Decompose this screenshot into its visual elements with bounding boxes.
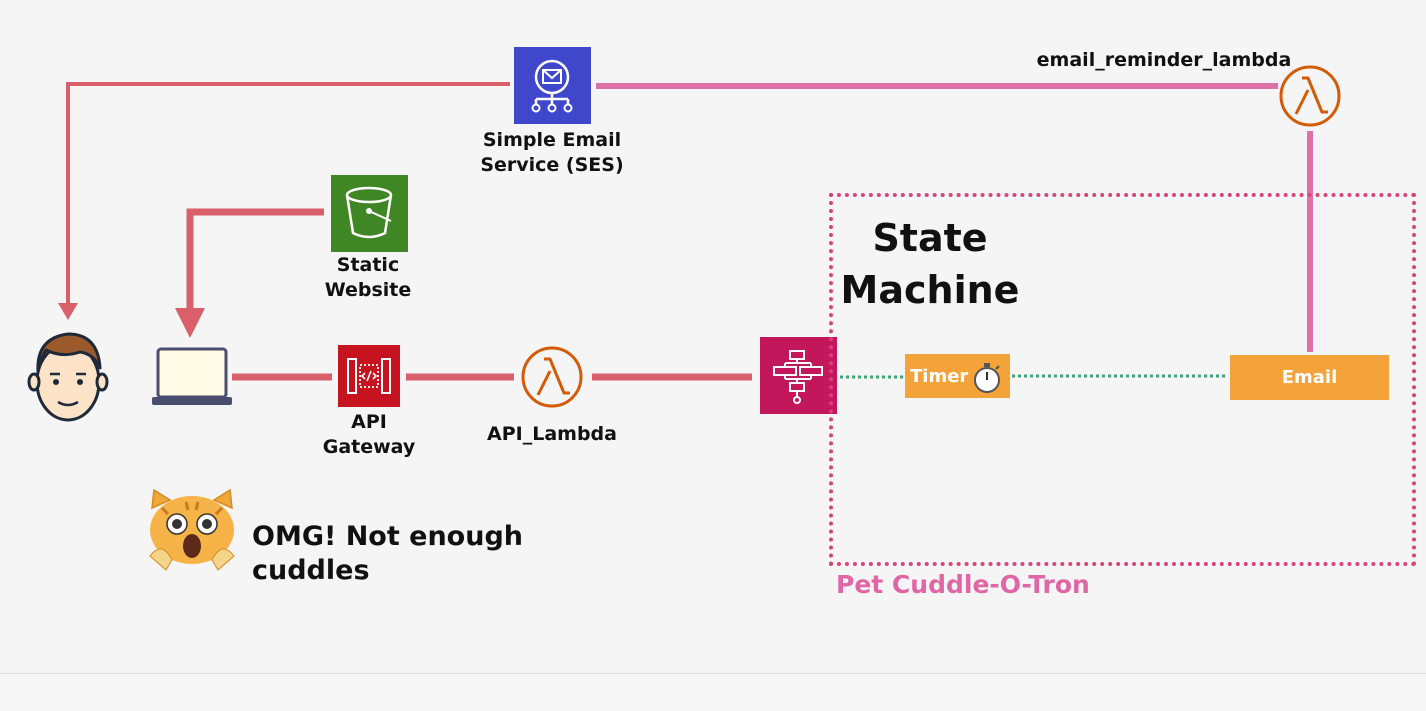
- s3-label: Static Website: [324, 254, 412, 301]
- api-lambda-icon[interactable]: [521, 346, 583, 408]
- email-reminder-lambda-icon[interactable]: [1279, 65, 1341, 127]
- user-face-icon: [27, 332, 109, 422]
- laptop-icon[interactable]: [152, 347, 232, 405]
- cat-caption: OMG! Not enough cuddles: [252, 521, 524, 586]
- ses-to-user-connector: [66, 82, 510, 305]
- email-lambda-label: email_reminder_lambda: [1036, 49, 1292, 71]
- pet-cuddle-o-tron-caption: Pet Cuddle-O-Tron: [836, 570, 1090, 599]
- s3-to-laptop-arrowhead: [175, 308, 205, 338]
- s3-to-laptop-connector: [186, 208, 324, 310]
- apigw-label: API Gateway: [322, 411, 416, 458]
- stopwatch-icon: [974, 363, 1000, 393]
- api-gateway-icon[interactable]: [338, 345, 400, 407]
- state-machine-title: State Machine: [840, 216, 1020, 312]
- api-lambda-label: API_Lambda: [487, 423, 617, 445]
- email-step-label: Email: [1281, 367, 1338, 388]
- state-machine-container: [829, 193, 1416, 566]
- ses-to-user-arrowhead: [58, 303, 78, 320]
- step-functions-icon[interactable]: [760, 337, 837, 414]
- timer-label: Timer: [910, 365, 969, 387]
- bottom-bar: [0, 673, 1426, 711]
- ses-label: Simple Email Service (SES): [480, 129, 624, 176]
- ses-icon[interactable]: [514, 47, 591, 124]
- s3-bucket-icon[interactable]: [331, 175, 408, 252]
- shocked-cat-icon: [149, 488, 235, 571]
- email-step[interactable]: Email: [1230, 355, 1389, 400]
